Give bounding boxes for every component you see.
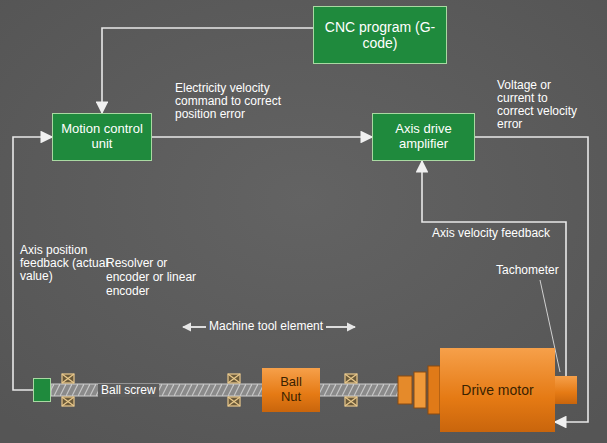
node-heading: Tachometer <box>496 264 566 278</box>
signal-connector <box>422 161 566 376</box>
ball-nut: Ball Nut <box>262 368 320 412</box>
coupling <box>398 366 440 414</box>
node-text: Axis drive amplifier <box>379 122 468 152</box>
ball-screw <box>51 384 400 396</box>
amplifier-box: Axis drive amplifier <box>372 113 475 161</box>
tachometer: Tachometer <box>555 376 577 404</box>
node-text: Drive motor <box>461 382 533 398</box>
dimension-label: Machine tool element <box>206 320 326 333</box>
part-label: Ball screw <box>98 384 159 397</box>
signal-connector <box>152 136 372 138</box>
node-heading: Resolver or encoder or linear encoder <box>106 257 201 298</box>
encoder-box: Resolver or encoder or linear encoder <box>33 378 51 402</box>
control-box: Motion control unit <box>52 113 152 161</box>
signal-label: Axis velocity feedback <box>432 227 560 240</box>
signal-label: Voltage or current to correct velocity e… <box>497 79 583 131</box>
drive-motor: Drive motor <box>440 348 555 432</box>
signal-label: Axis position feedback (actual value) <box>20 244 112 283</box>
program-box: CNC program (G-code) <box>313 6 447 64</box>
node-text: Motion control unit <box>59 122 145 152</box>
node-text: CNC program (G-code) <box>320 19 440 51</box>
signal-label: Electricity velocity command to correct … <box>175 82 303 121</box>
node-text: Ball Nut <box>274 375 308 405</box>
